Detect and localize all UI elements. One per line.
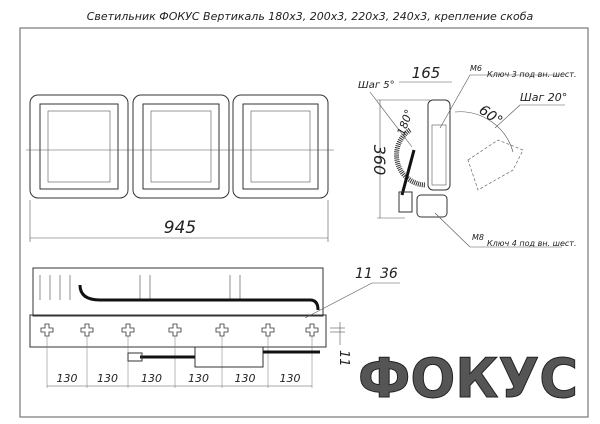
depth-dimension: 165 [412, 64, 441, 82]
drawing-frame [19, 27, 589, 418]
mounting-holes [40, 323, 319, 388]
module-left [29, 94, 129, 199]
module-middle [132, 94, 230, 199]
bolt-top-label: M6 [470, 64, 482, 73]
width-dimension: 945 [164, 218, 196, 238]
spacing-label: 130 [235, 372, 256, 385]
mounting-hole [261, 323, 275, 337]
bolt-top-note: Ключ 3 под вн. шест. [487, 70, 577, 79]
spacing-dimensions: 130 130 130 130 130 130 [47, 372, 312, 387]
tilt-angle-label: 60° [476, 102, 506, 129]
step-large-label: Шаг 20° [520, 91, 567, 104]
mounting-hole [215, 323, 229, 337]
spacing-label: 130 [188, 372, 209, 385]
spacing-label: 130 [141, 372, 162, 385]
step-small-label: Шаг 5° [358, 80, 395, 91]
spacing-label: 130 [280, 372, 301, 385]
mounting-hole [121, 323, 135, 337]
dim-c: 11 [336, 350, 351, 367]
mounting-hole [168, 323, 182, 337]
mounting-hole [305, 323, 319, 337]
mounting-hole [40, 323, 54, 337]
drawing-title: Светильник ФОКУС Вертикаль 180х3, 200х3,… [87, 10, 534, 23]
dim-a: 11 [355, 266, 373, 282]
front-view: 945 [26, 94, 334, 242]
mounting-hole [80, 323, 94, 337]
fokus-logo: ФОКУС [358, 347, 579, 411]
height-dimension: 360 [370, 145, 389, 176]
angle-range-label: 180° [395, 108, 416, 137]
bolt-bottom-label: M8 [472, 233, 484, 242]
spacing-label: 130 [57, 372, 78, 385]
bolt-bottom-note: Ключ 4 под вн. шест. [487, 239, 577, 248]
module-right [232, 94, 329, 199]
logo-text: ФОКУС [358, 347, 578, 410]
bottom-view: 130 130 130 130 130 130 11 36 11 [29, 266, 400, 388]
spacing-label: 130 [97, 372, 118, 385]
dim-b: 36 [380, 266, 398, 282]
side-view: 360 165 Шаг 5° 180° 60° Шаг 20° M6 Ключ … [358, 64, 577, 248]
